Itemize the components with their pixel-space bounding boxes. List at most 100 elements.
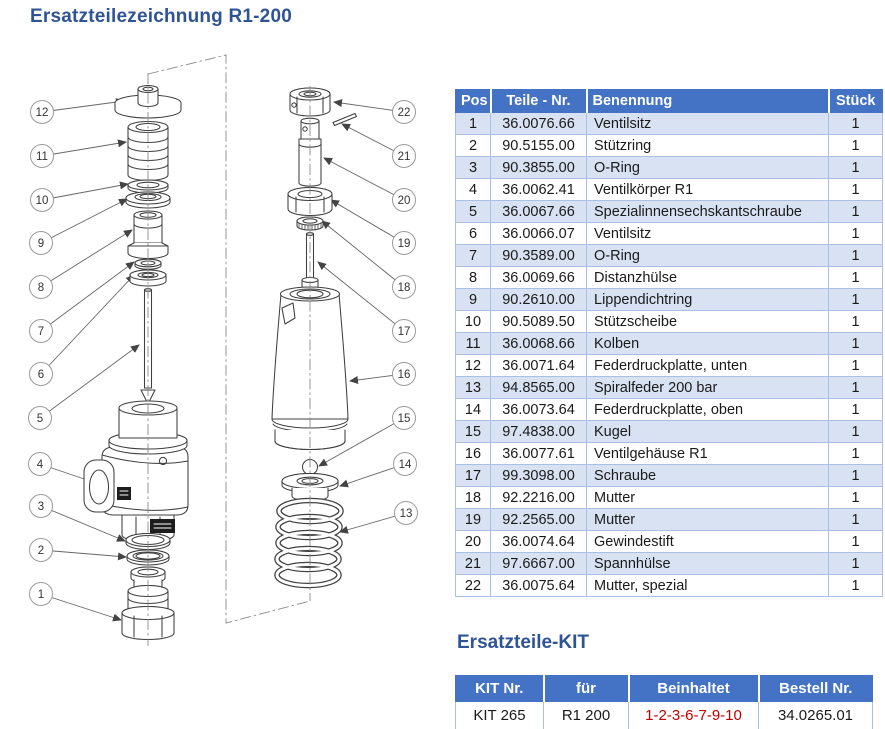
parts-cell-part: 90.5155.00: [490, 134, 587, 157]
part-13-spiralfeder: [274, 497, 344, 589]
callout-number: 12: [36, 107, 49, 119]
parts-cell-pos: 15: [455, 420, 491, 443]
parts-cell-part: 36.0077.61: [490, 442, 587, 465]
part-19-mutter: [287, 186, 333, 217]
parts-cell-part: 36.0069.66: [490, 266, 587, 289]
kit-col-orderno: Bestell Nr.: [758, 675, 873, 702]
callout-number: 17: [398, 326, 411, 338]
parts-cell-part: 36.0073.64: [490, 398, 587, 421]
parts-cell-qty: 1: [828, 332, 883, 355]
callout-circle: [392, 362, 416, 386]
part-20-gewindestift: [298, 117, 322, 187]
parts-cell-pos: 5: [455, 200, 491, 223]
kit-cell-for: R1 200: [543, 701, 629, 729]
callout-13: 13: [394, 501, 418, 525]
callout-circle: [28, 406, 52, 430]
leader-line-9: [40, 198, 128, 244]
parts-cell-name: O-Ring: [586, 244, 829, 267]
parts-cell-name: O-Ring: [586, 156, 829, 179]
parts-cell-qty: 1: [828, 200, 883, 223]
callout-circle: [392, 319, 416, 343]
callout-4: 4: [28, 452, 52, 476]
callout-number: 4: [37, 459, 44, 471]
parts-cell-pos: 14: [455, 398, 491, 421]
callout-number: 16: [398, 369, 411, 381]
callout-number: 9: [38, 238, 44, 250]
callout-circle: [392, 406, 416, 430]
leader-line-11: [41, 139, 127, 157]
leader-line-2: [40, 549, 127, 561]
parts-cell-name: Ventilkörper R1: [586, 178, 829, 201]
drawing-parts: [83, 84, 358, 641]
page-title: Ersatzteilezeichnung R1-200: [30, 6, 292, 27]
parts-cell-pos: 11: [455, 332, 491, 355]
parts-cell-pos: 7: [455, 244, 491, 267]
callout-number: 21: [398, 151, 411, 163]
parts-cell-name: Mutter: [586, 508, 829, 531]
kit-table: KIT Nr. für Beinhaltet Bestell Nr. KIT 2…: [455, 675, 873, 729]
parts-cell-pos: 3: [455, 156, 491, 179]
parts-cell-pos: 9: [455, 288, 491, 311]
callout-circle: [392, 188, 416, 212]
callout-circle: [29, 494, 53, 518]
parts-cell-qty: 1: [828, 552, 883, 575]
parts-cell-pos: 13: [455, 376, 491, 399]
callout-7: 7: [29, 319, 53, 343]
callout-circle: [29, 538, 53, 562]
parts-cell-name: Gewindestift: [586, 530, 829, 553]
parts-cell-qty: 1: [828, 420, 883, 443]
parts-cell-qty: 1: [828, 156, 883, 179]
callout-16: 16: [392, 362, 416, 386]
callout-number: 3: [38, 501, 44, 513]
parts-cell-pos: 22: [455, 574, 491, 597]
parts-cell-part: 92.2565.00: [490, 508, 587, 531]
callout-circle: [28, 452, 52, 476]
leader-line-17: [317, 261, 405, 332]
parts-cell-pos: 1: [455, 112, 491, 135]
parts-cell-name: Ventilgehäuse R1: [586, 442, 829, 465]
parts-cell-qty: 1: [828, 530, 883, 553]
callout-number: 1: [38, 589, 44, 601]
parts-cell-name: Mutter: [586, 486, 829, 509]
parts-cell-part: 90.3589.00: [490, 244, 587, 267]
callout-number: 10: [36, 195, 49, 207]
parts-cell-qty: 1: [828, 574, 883, 597]
parts-cell-qty: 1: [828, 464, 883, 487]
leader-line-20: [323, 157, 405, 201]
kit-table-row: KIT 265 R1 200 1-2-3-6-7-9-10 34.0265.01: [455, 701, 873, 729]
parts-cell-part: 90.3855.00: [490, 156, 587, 179]
callout-number: 15: [398, 413, 411, 425]
leader-line-19: [330, 199, 405, 244]
kit-heading: Ersatzteile-KIT: [457, 632, 589, 653]
leader-line-7: [40, 261, 135, 332]
parts-cell-qty: 1: [828, 310, 883, 333]
callout-21: 21: [392, 144, 416, 168]
parts-cell-pos: 17: [455, 464, 491, 487]
parts-cell-qty: 1: [828, 244, 883, 267]
parts-cell-qty: 1: [828, 134, 883, 157]
parts-cell-pos: 16: [455, 442, 491, 465]
parts-cell-part: 99.3098.00: [490, 464, 587, 487]
parts-cell-qty: 1: [828, 266, 883, 289]
parts-cell-name: Ventilsitz: [586, 222, 829, 245]
parts-cell-pos: 20: [455, 530, 491, 553]
parts-cell-part: 90.2610.00: [490, 288, 587, 311]
col-header-qty: Stück: [828, 89, 883, 113]
callout-11: 11: [30, 144, 54, 168]
leader-line-15: [318, 417, 405, 467]
parts-cell-name: Spiralfeder 200 bar: [586, 376, 829, 399]
parts-cell-qty: 1: [828, 442, 883, 465]
callout-number: 18: [398, 282, 411, 294]
callout-number: 22: [398, 107, 411, 119]
part-21-spannhuelse: [332, 112, 358, 127]
callout-8: 8: [29, 275, 53, 299]
leader-line-8: [40, 229, 133, 288]
callout-circle: [29, 362, 53, 386]
